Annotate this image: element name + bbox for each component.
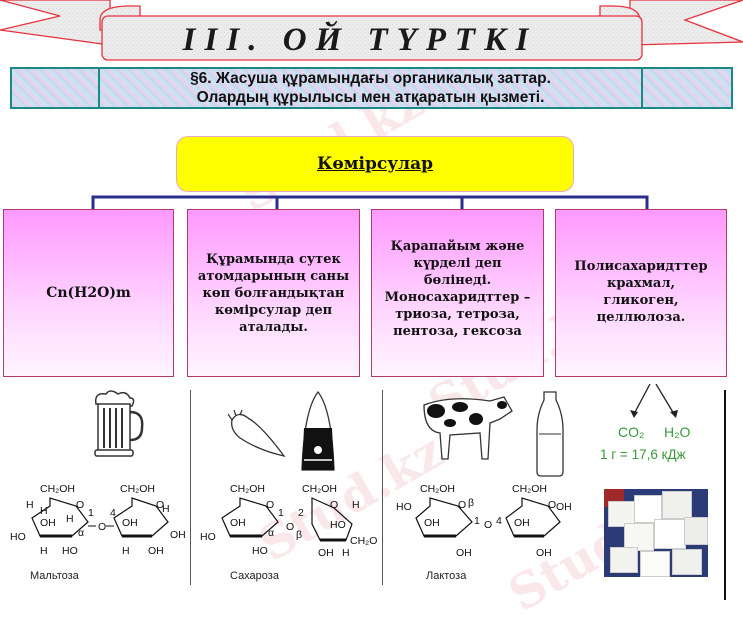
section-cell-right [643, 69, 731, 107]
section-cell-left [12, 69, 100, 107]
svg-text:4: 4 [110, 507, 116, 519]
panel-divider [724, 390, 726, 600]
svg-text:OH: OH [556, 501, 572, 513]
svg-text:CH₂OH: CH₂OH [350, 535, 378, 547]
label-ch2oh: CH₂OH [302, 483, 337, 495]
svg-text:4: 4 [496, 515, 502, 527]
section-title-line1: §6. Жасуша құрамындағы органикалық затта… [190, 70, 551, 87]
svg-text:O: O [458, 499, 466, 511]
svg-text:HO: HO [396, 501, 412, 513]
section-title-line2: Олардың құрылысы мен атқаратын қызметі. [196, 89, 545, 106]
svg-text:H: H [40, 545, 48, 557]
svg-text:β: β [296, 529, 302, 541]
svg-text:OH: OH [424, 517, 440, 529]
label-ch2oh: CH₂OH [230, 483, 265, 495]
svg-text:HO: HO [62, 545, 78, 557]
milk-bottle-icon [536, 391, 564, 477]
formula-box: Cn(H2O)m [3, 209, 174, 377]
svg-text:O: O [548, 499, 556, 511]
panel-divider [382, 390, 383, 585]
svg-text:HO: HO [252, 545, 268, 557]
svg-text:OH: OH [456, 547, 472, 559]
svg-text:H: H [342, 547, 350, 559]
sucrose-label: Сахароза [230, 570, 279, 582]
formula-text: Cn(H2O)m [46, 284, 131, 301]
banner-title: ІІІ. ОЙ ТҮРТКІ [182, 22, 538, 58]
svg-text:OH: OH [230, 517, 246, 529]
sugar-beet-icon [228, 410, 286, 458]
ribbon-banner [0, 0, 743, 61]
panel-divider [190, 390, 191, 585]
svg-text:O: O [286, 521, 294, 533]
beer-mug-icon [94, 390, 144, 457]
svg-text:O: O [484, 519, 492, 531]
lactose-label: Лактоза [426, 570, 467, 582]
svg-text:H: H [66, 513, 74, 525]
classification-text: Қарапайым және күрделі деп бөлінеді. Мон… [384, 239, 531, 339]
svg-text:H: H [352, 499, 360, 511]
svg-text:OH: OH [122, 517, 138, 529]
svg-text:α: α [78, 527, 84, 539]
svg-text:O: O [330, 499, 338, 511]
svg-text:O: O [266, 499, 274, 511]
svg-text:OH: OH [514, 517, 530, 529]
svg-text:HO: HO [10, 531, 26, 543]
tree-connector [91, 195, 649, 210]
svg-text:OH: OH [536, 547, 552, 559]
svg-text:H: H [122, 545, 130, 557]
svg-text:H: H [26, 499, 34, 511]
svg-text:OH: OH [40, 517, 56, 529]
svg-text:HO: HO [330, 519, 346, 531]
label-ch2oh: CH₂OH [120, 483, 155, 495]
svg-text:H: H [40, 505, 48, 517]
svg-text:β: β [468, 497, 474, 509]
svg-text:α: α [268, 527, 274, 539]
svg-text:OH: OH [170, 529, 185, 541]
svg-text:1: 1 [88, 507, 94, 519]
section-header-table: §6. Жасуша құрамындағы органикалық затта… [10, 67, 733, 109]
svg-text:2: 2 [298, 507, 304, 519]
section-cell-title: §6. Жасуша құрамындағы органикалық затта… [100, 69, 643, 107]
polysaccharides-text: Полисахаридттер крахмал, гликоген, целлю… [574, 259, 708, 325]
decomposition-arrows-icon [630, 384, 678, 418]
definition-box: Құрамында сутек атомдарының саны көп бол… [187, 209, 360, 377]
svg-text:OH: OH [148, 545, 164, 557]
svg-text:1: 1 [474, 515, 480, 527]
label-ch2oh: CH₂OH [420, 483, 455, 495]
svg-text:O: O [156, 499, 164, 511]
maltose-label: Мальтоза [30, 570, 79, 582]
cow-icon [423, 396, 513, 460]
classification-box: Қарапайым және күрделі деп бөлінеді. Мон… [371, 209, 544, 377]
sugar-cone-icon [301, 390, 335, 471]
lactose-structure: CH₂OH CH₂OH O O O HO OH OH OH OH OH β1 4 [396, 483, 572, 559]
label-ch2oh: CH₂OH [40, 483, 75, 495]
label-ch2oh: CH₂OH [512, 483, 547, 495]
svg-text:H: H [162, 503, 170, 515]
h2o-label: H₂O [664, 424, 691, 440]
polysaccharides-box: Полисахаридттер крахмал, гликоген, целлю… [555, 209, 727, 377]
svg-text:O: O [76, 499, 84, 511]
carbohydrates-title: Көмірсулар [316, 154, 434, 174]
svg-text:1: 1 [278, 507, 284, 519]
co2-label: CO₂ [618, 424, 645, 440]
carbohydrates-head-box: Көмірсулар [176, 136, 574, 192]
sugar-cubes-photo [604, 489, 708, 577]
svg-text:OH: OH [318, 547, 334, 559]
svg-text:HO: HO [200, 531, 216, 543]
definition-text: Құрамында сутек атомдарының саны көп бол… [197, 251, 350, 335]
svg-text:O: O [98, 521, 106, 533]
energy-value: 1 г = 17,6 кДж [600, 447, 686, 462]
